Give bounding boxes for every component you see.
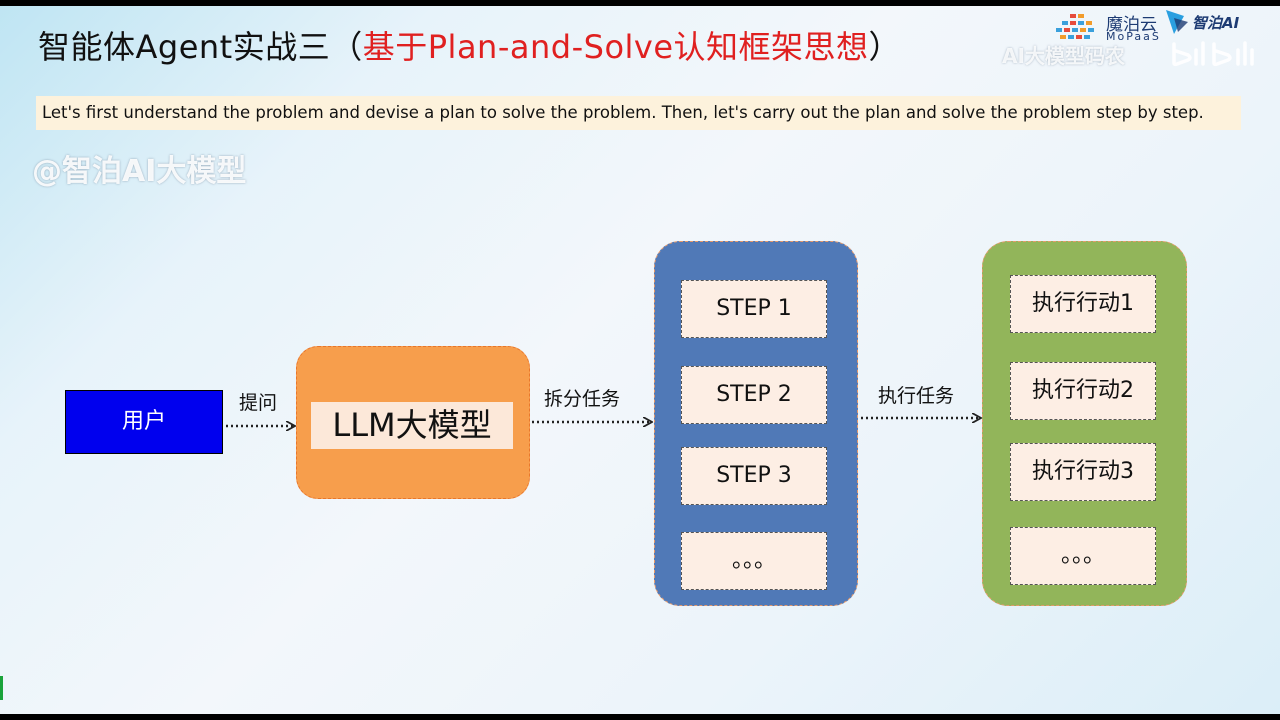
llm-node: LLM大模型 [296,346,530,499]
title-prefix: 智能体Agent实战三 [38,28,331,66]
user-node: 用户 [65,390,223,454]
mopaas-logo-name: 魔泊云 [1106,15,1157,35]
zhibo-logo-name: 智泊AI [1192,14,1240,32]
bilibili-watermark-icon [1172,41,1254,67]
mopaas-logo-icon [1056,14,1094,39]
title-open-paren: （ [330,28,363,66]
action-item-3: 执行行动3 [1010,443,1156,501]
step-item-more: 。。。 [681,532,827,590]
mopaas-logo-sub: MoPaaS [1106,30,1161,43]
watermark-right-text: AI大模型码农 [1002,44,1125,68]
corner-indicator [0,676,3,700]
brand-logos: 魔泊云 MoPaaS 智泊AI [1046,6,1276,76]
arrow-label-execute-tasks: 执行任务 [878,385,955,407]
actions-column: 执行行动1 执行行动2 执行行动3 。。。 [982,241,1187,606]
step-item-1: STEP 1 [681,280,827,338]
action-item-2: 执行行动2 [1010,362,1156,420]
step-item-3: STEP 3 [681,447,827,505]
zhibo-logo-icon [1166,10,1188,34]
slide: 智能体Agent实战三（基于Plan-and-Solve认知框架思想） 魔泊云 … [0,6,1280,714]
flow-arrows [226,6,1280,714]
arrow-label-ask: 提问 [239,392,278,414]
slide-title: 智能体Agent实战三（基于Plan-and-Solve认知框架思想） [38,22,901,68]
prompt-quote: Let's first understand the problem and d… [36,96,1241,130]
llm-label: LLM大模型 [311,402,513,449]
action-item-more: 。。。 [1010,527,1156,585]
steps-column: STEP 1 STEP 2 STEP 3 。。。 [654,241,858,606]
title-highlight: 基于Plan-and-Solve认知框架思想 [362,28,869,66]
watermark-left-text: @智泊AI大模型 [32,154,247,189]
arrow-label-split-tasks: 拆分任务 [544,388,621,410]
action-item-1: 执行行动1 [1010,275,1156,333]
step-item-2: STEP 2 [681,366,827,424]
title-close-paren: ） [868,28,902,66]
